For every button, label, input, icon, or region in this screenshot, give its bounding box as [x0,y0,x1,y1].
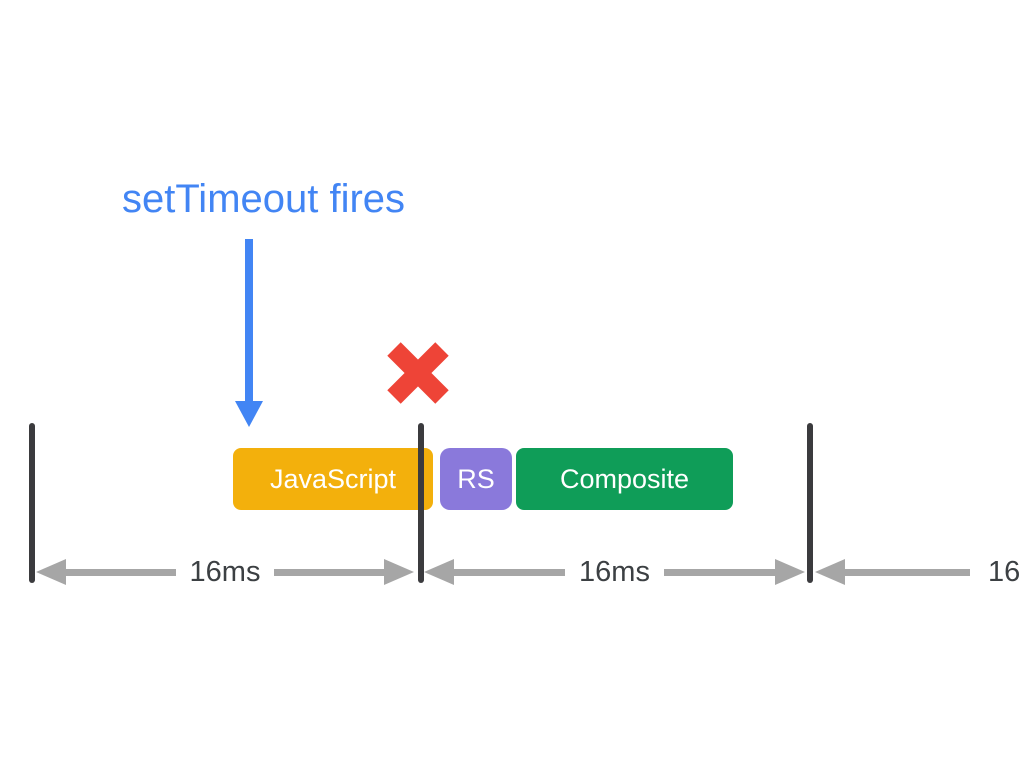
measure-line [454,568,566,576]
measure-line [845,568,970,576]
task-block-label: RS [457,463,495,494]
measurement-span-2: 16ms [424,556,806,588]
duration-label: 16ms [189,556,261,588]
arrowhead-left-icon [36,559,66,585]
task-block-recalc-styles: RS [440,448,512,510]
measure-line [66,568,176,576]
x-mark-icon [387,342,449,404]
duration-label: 16ms [579,556,650,588]
frame-boundary-tick [807,423,813,583]
arrowhead-left-icon [815,559,845,585]
task-block-composite: Composite [516,448,733,510]
task-block-label: Composite [559,463,690,494]
task-block-label: JavaScript [269,463,397,494]
frame-boundary-tick [418,423,424,583]
measure-line [663,568,776,576]
measurement-span-1: 16ms [36,556,415,588]
settimeout-fires-label: setTimeout fires [122,177,406,221]
arrowhead-left-icon [424,559,454,585]
task-block-javascript: JavaScript [233,448,433,510]
measure-line [274,568,385,576]
frame-boundary-tick [29,423,35,583]
down-arrow-icon [235,239,263,427]
measurement-span-3: 16 [815,556,1024,588]
arrowhead-right-icon [384,559,415,585]
arrowhead-right-icon [775,559,806,585]
duration-label: 16 [988,556,1021,588]
